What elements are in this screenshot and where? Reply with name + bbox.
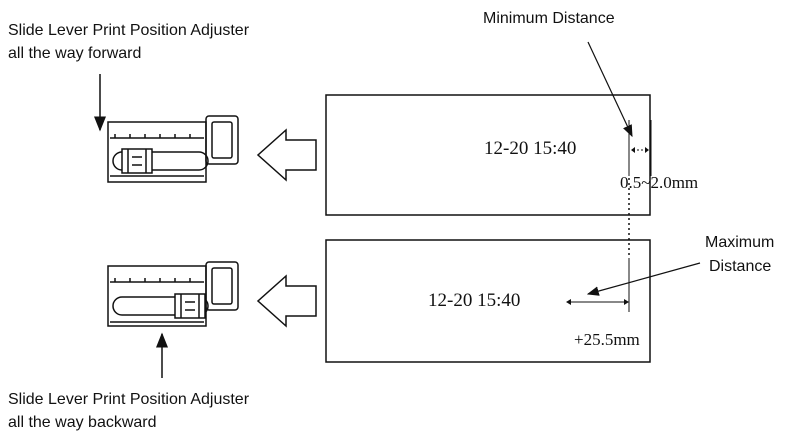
forward-label-line1: Slide Lever Print Position Adjuster <box>8 22 250 39</box>
print-text-top: 12-20 15:40 <box>484 138 577 159</box>
pointer-minimum <box>587 41 633 138</box>
maximum-distance-label-line1: Maximum <box>705 234 775 251</box>
distance-offset-bottom: +25.5mm <box>574 330 640 349</box>
device-backward-icon <box>107 261 239 327</box>
backward-label-line2: all the way backward <box>8 414 157 431</box>
distance-range-top: 0.5~2.0mm <box>620 173 699 192</box>
left-arrow-icon <box>256 128 317 182</box>
minimum-distance-label: Minimum Distance <box>483 10 615 27</box>
print-text-bottom: 12-20 15:40 <box>428 290 521 311</box>
device-forward-icon <box>107 115 239 183</box>
forward-label-line2: all the way forward <box>8 45 142 62</box>
print-panel-bottom <box>325 239 651 363</box>
print-panel-top <box>325 94 651 216</box>
left-arrow-icon <box>256 274 317 328</box>
maximum-distance-label-line2: Distance <box>709 258 772 275</box>
pointer-maximum <box>586 262 701 296</box>
backward-label-line1: Slide Lever Print Position Adjuster <box>8 391 250 408</box>
